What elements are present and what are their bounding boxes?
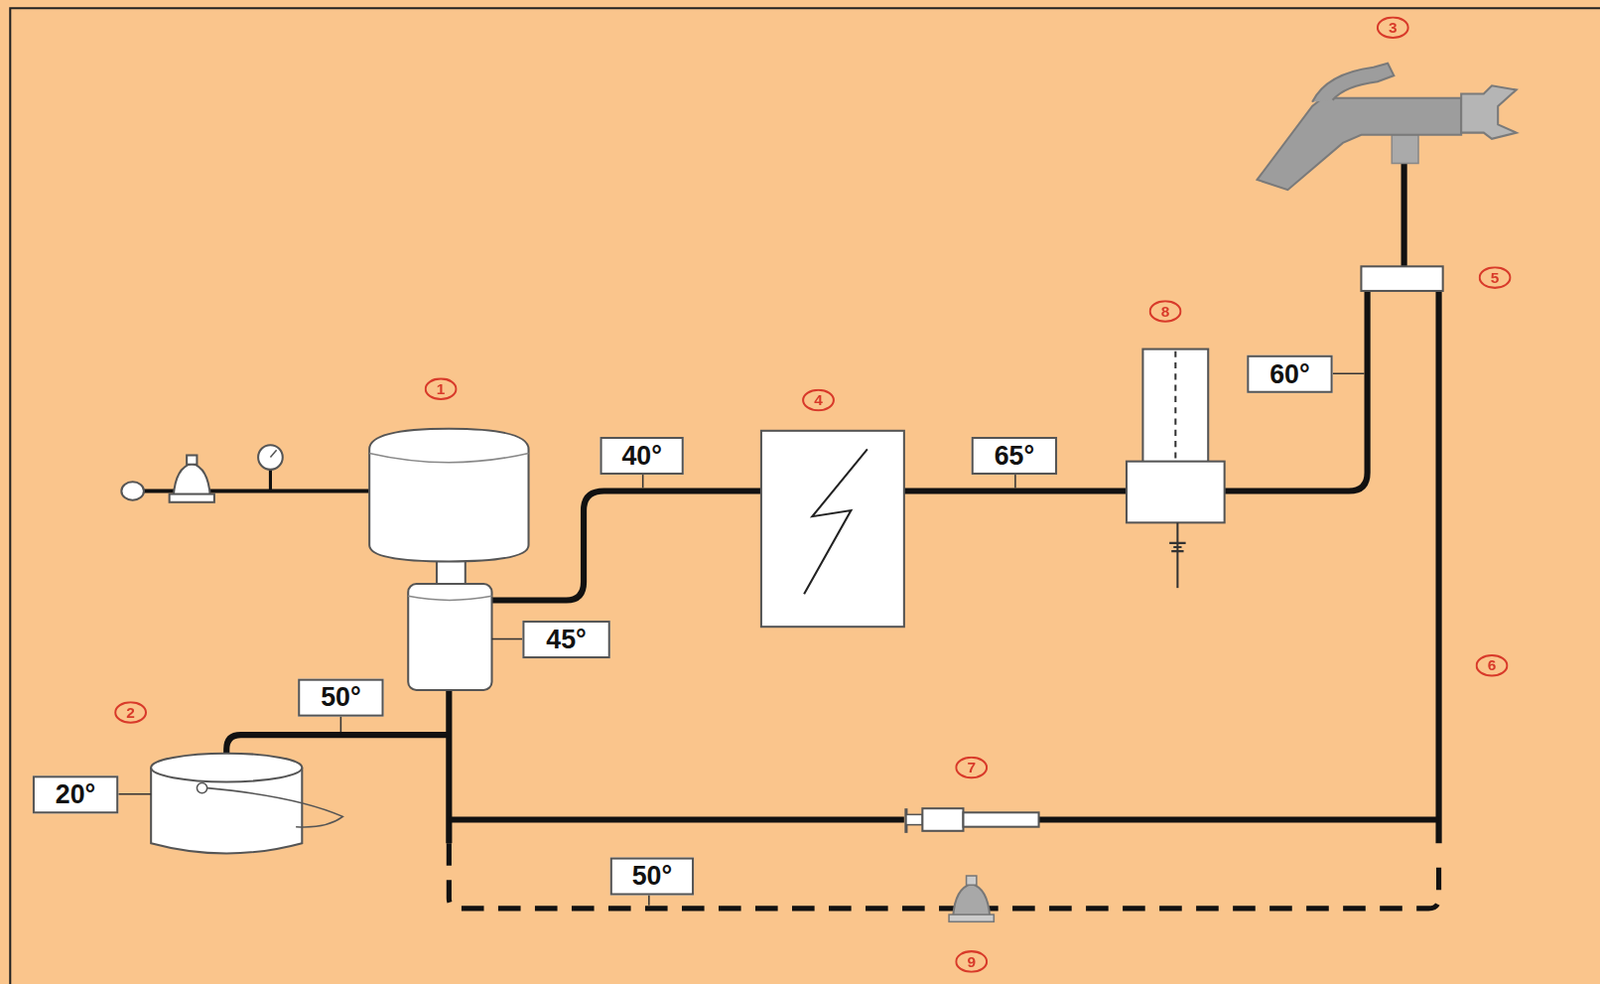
manifold (1360, 266, 1443, 291)
temperature-box: 65° (971, 435, 1058, 474)
temperature-value: 20° (55, 778, 96, 810)
temperature-value: 60° (1269, 357, 1310, 390)
temperature-box: 50° (610, 856, 694, 895)
callout-number: 1 (424, 377, 458, 400)
valve (906, 807, 1040, 833)
heater (761, 430, 905, 627)
temperature-box: 45° (522, 620, 610, 659)
bypass-line (448, 842, 1439, 909)
callout-number: 3 (1376, 15, 1410, 39)
callout-number: 6 (1475, 654, 1509, 677)
temperature-value: 50° (320, 680, 361, 713)
leader-lines (118, 373, 1364, 906)
temperature-value: 40° (621, 439, 662, 472)
relief-valve (948, 875, 994, 922)
air-gauge (258, 444, 283, 491)
temperature-box: 50° (297, 677, 384, 716)
spray-gun (1257, 63, 1517, 190)
bucket (150, 753, 343, 854)
pump (369, 428, 529, 690)
callout-number: 2 (114, 700, 147, 724)
pipes (226, 162, 1439, 843)
callout-number: 9 (954, 949, 988, 973)
temperature-box: 60° (1246, 354, 1333, 393)
air-inlet (121, 481, 144, 501)
callout-number: 7 (954, 756, 988, 780)
temperature-value: 65° (994, 439, 1035, 472)
air-regulator (169, 454, 215, 502)
callout-number: 5 (1478, 266, 1512, 289)
temperature-value: 45° (545, 623, 586, 656)
temperature-box: 20° (32, 775, 119, 813)
callout-number: 4 (801, 389, 835, 412)
filter (1126, 349, 1225, 589)
callout-number: 8 (1149, 299, 1183, 323)
temperature-value: 50° (632, 859, 672, 892)
frame (9, 7, 1600, 984)
temperature-box: 40° (599, 435, 683, 474)
